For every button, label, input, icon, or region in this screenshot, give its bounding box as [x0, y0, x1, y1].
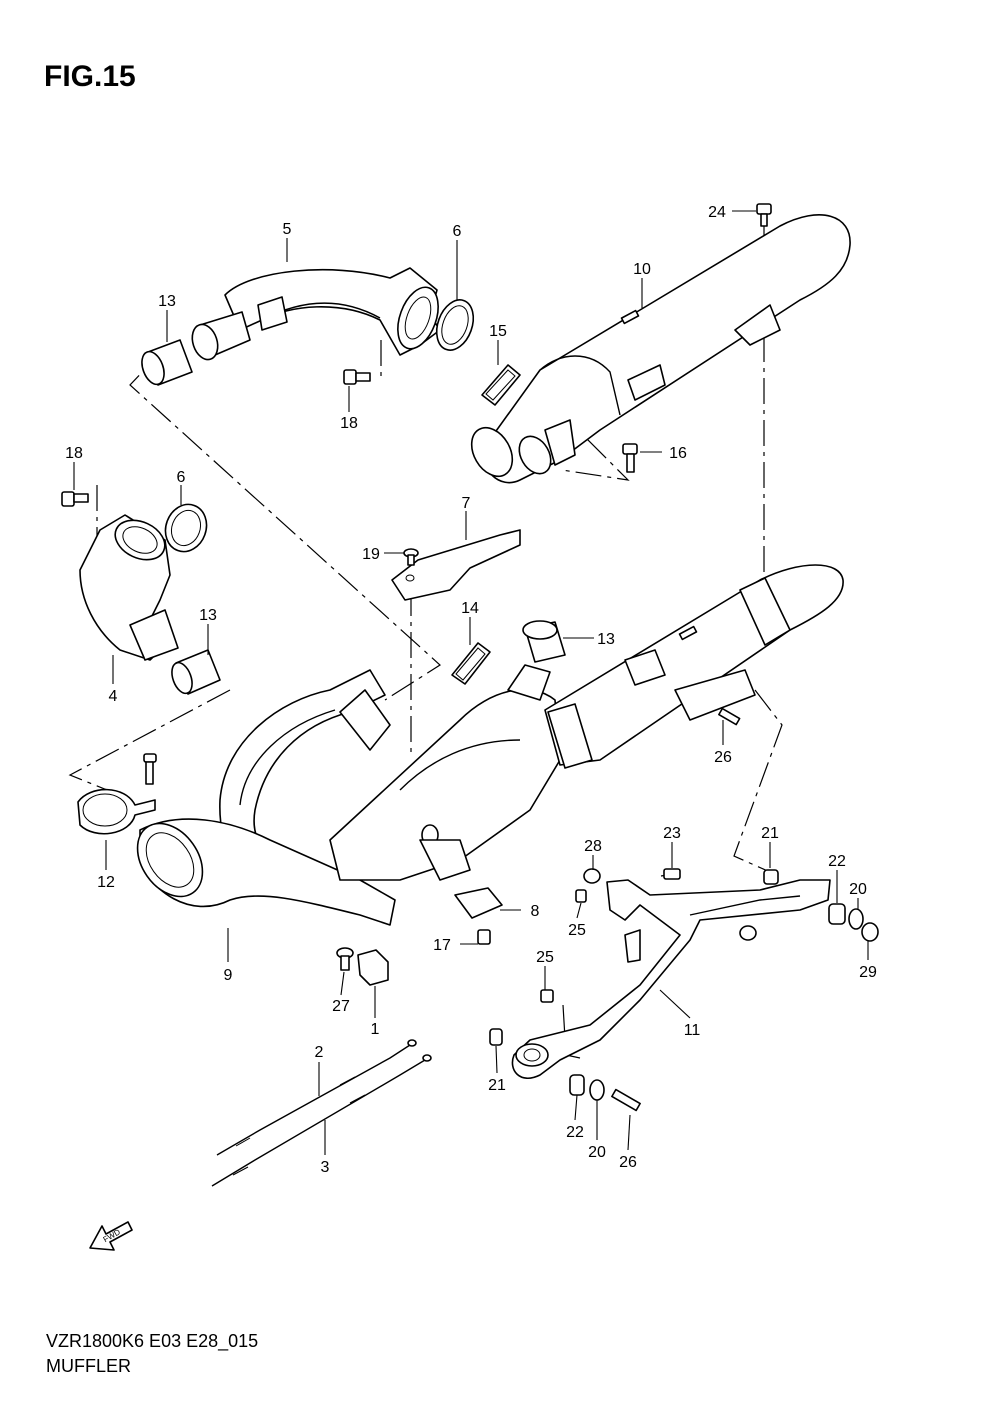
callout-10: 10: [633, 261, 651, 278]
part-15-gasket: [481, 364, 521, 406]
part-27-bolt: [336, 947, 354, 971]
callout-22-bottom: 22: [566, 1124, 584, 1141]
callout-6-top: 6: [453, 223, 462, 240]
part-24-bolt: [756, 203, 772, 227]
part-6-gasket-top: [435, 299, 475, 351]
part-1-valve-actuator: [357, 949, 389, 986]
callout-3: 3: [321, 1159, 330, 1176]
part-18-bolt-left: [61, 491, 89, 507]
part-13-sleeve-top: [141, 339, 193, 386]
part-5-front-exhaust-pipe: [191, 267, 441, 361]
part-11-stay-bracket: [511, 879, 831, 1079]
part-4-rear-exhaust-pipe: [79, 514, 179, 661]
part-3-cable: [211, 1054, 432, 1187]
hardware-right: [489, 707, 879, 1112]
callout-16: 16: [669, 445, 687, 462]
callout-4: 4: [109, 688, 118, 705]
figure-title: FIG.15: [44, 60, 136, 93]
part-6-gasket-left: [164, 503, 208, 553]
part-16-bolt: [622, 443, 638, 473]
callout-26-upper: 26: [714, 749, 732, 766]
callout-20-bottom: 20: [588, 1144, 606, 1161]
callout-5: 5: [283, 221, 292, 238]
callout-21-right: 21: [761, 825, 779, 842]
callout-25-lower: 25: [536, 949, 554, 966]
callout-1: 1: [371, 1021, 380, 1038]
callout-labels: 1 2 3 4 5 6 6 7 8 9 10 11 12 13 13 13 14…: [65, 204, 877, 1176]
part-13-sleeve-right: [522, 620, 566, 663]
callout-8: 8: [531, 903, 540, 920]
section-name: MUFFLER: [46, 1356, 131, 1376]
callout-18-top: 18: [340, 415, 358, 432]
callout-28: 28: [584, 838, 602, 855]
callout-18-left: 18: [65, 445, 83, 462]
callout-22-right: 22: [828, 853, 846, 870]
part-13-sleeve-left: [171, 649, 221, 695]
callout-13-top: 13: [158, 293, 176, 310]
callout-26-lower: 26: [619, 1154, 637, 1171]
part-14-gasket: [451, 642, 491, 685]
clamp-bolt: [143, 753, 157, 785]
callout-7: 7: [462, 495, 471, 512]
callout-13-left: 13: [199, 607, 217, 624]
part-18-bolt-top: [343, 369, 371, 385]
leader-lines: [73, 210, 869, 1155]
callout-2: 2: [315, 1044, 324, 1061]
callout-6-left: 6: [177, 469, 186, 486]
callout-17: 17: [433, 937, 451, 954]
callout-24: 24: [708, 204, 726, 221]
callout-29: 29: [859, 964, 877, 981]
callout-20-right: 20: [849, 881, 867, 898]
callout-25-upper: 25: [568, 922, 586, 939]
callout-14: 14: [461, 600, 479, 617]
callout-27: 27: [332, 998, 350, 1015]
part-17-bolt: [477, 929, 491, 945]
callout-21-left: 21: [488, 1077, 506, 1094]
part-8-clip: [454, 887, 503, 919]
part-9-exhaust-assembly: [136, 564, 844, 926]
part-2-cable: [216, 1039, 417, 1156]
callout-9: 9: [224, 967, 233, 984]
callout-23: 23: [663, 825, 681, 842]
callout-11: 11: [684, 1022, 701, 1039]
callout-19: 19: [362, 546, 380, 563]
model-code: VZR1800K6 E03 E28_015: [46, 1331, 259, 1351]
part-10-muffler-upper: [470, 214, 851, 484]
fwd-arrow-icon: FWD: [89, 1221, 133, 1251]
part-12-clamp: [77, 788, 156, 835]
callout-13-right: 13: [597, 631, 615, 648]
callout-12: 12: [97, 874, 115, 891]
part-7-bracket: [391, 529, 521, 601]
callout-15: 15: [489, 323, 507, 340]
